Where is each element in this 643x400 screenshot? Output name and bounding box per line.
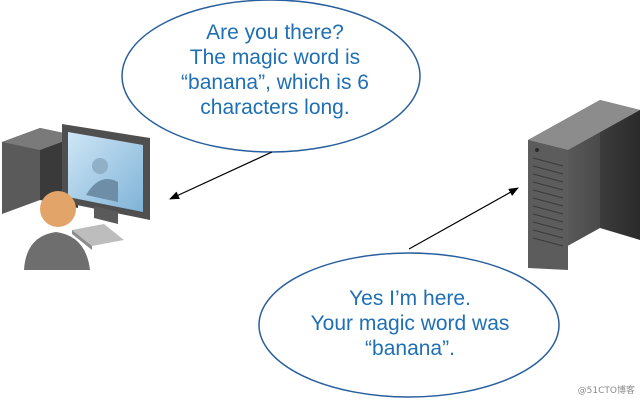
right-bubble-line: “banana”. xyxy=(365,337,455,360)
right-bubble-line: Your magic word was xyxy=(310,312,510,335)
server-tower-icon xyxy=(528,100,640,270)
left-bubble-line: The magic word is xyxy=(189,46,361,69)
right-speech-bubble xyxy=(258,252,560,398)
left-bubble-line: characters long. xyxy=(200,96,350,119)
watermark: @51CTO博客 xyxy=(577,386,635,396)
left-bubble-line: “banana”, which is 6 xyxy=(181,71,369,94)
arrow-to-server xyxy=(408,187,519,250)
arrow-to-client xyxy=(169,151,273,200)
right-bubble-line: Yes I’m here. xyxy=(349,287,471,310)
right-bubble-text: Yes I’m here. Your magic word was “banan… xyxy=(262,286,558,361)
desktop-user-icon xyxy=(2,124,150,270)
left-bubble-line: Are you there? xyxy=(206,21,344,44)
left-bubble-text: Are you there? The magic word is “banana… xyxy=(130,20,420,120)
